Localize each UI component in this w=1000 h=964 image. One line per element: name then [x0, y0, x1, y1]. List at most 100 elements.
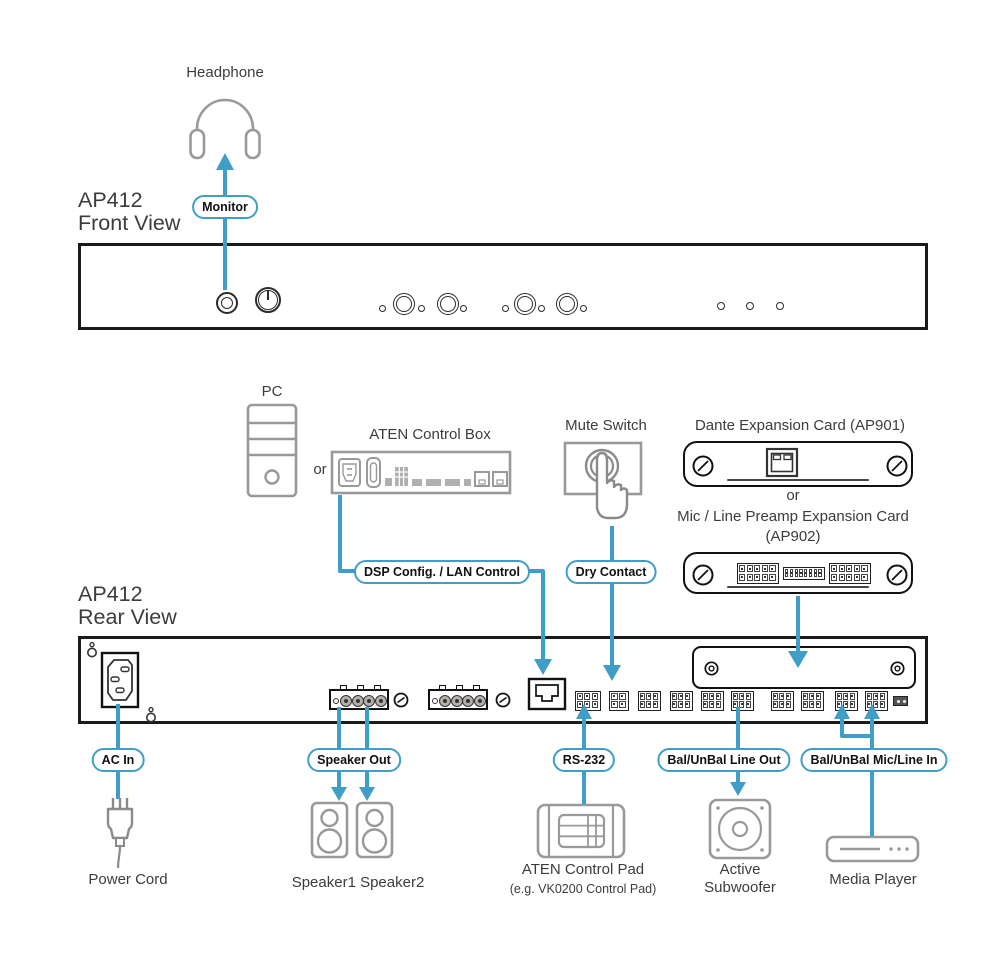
mic-line-in-terminal — [771, 691, 794, 711]
volume-knob-inner — [517, 296, 533, 312]
dsp-badge: DSP Config. / LAN Control — [353, 560, 531, 584]
volume-knob-inner — [440, 296, 456, 312]
screw-icon — [692, 564, 714, 586]
preamp-dip — [783, 567, 825, 580]
pin-dot — [774, 703, 777, 706]
pin-dot — [747, 695, 750, 698]
end-hole — [432, 698, 438, 704]
media-player-icon — [825, 835, 920, 863]
terminal-tab — [473, 685, 480, 690]
pin-dot — [840, 576, 843, 579]
preamp-terminal — [737, 563, 779, 584]
indicator-led — [746, 302, 754, 310]
speaker-terminal — [428, 685, 488, 710]
pin-cell — [709, 693, 715, 700]
pin-cell — [861, 573, 868, 581]
pin-cell — [733, 693, 738, 700]
pin-cell — [837, 693, 842, 700]
pin-cell — [746, 573, 753, 581]
dsp-line-left — [338, 495, 356, 573]
terminal-tab — [357, 685, 364, 690]
pin-cell — [843, 701, 849, 708]
indicator-led — [537, 305, 545, 312]
mic-preamp-card — [683, 552, 913, 594]
screw-icon — [692, 455, 714, 477]
headphone-icon — [189, 98, 261, 160]
pin-cell — [809, 701, 815, 708]
pin-cell — [815, 701, 821, 708]
pin-cell — [745, 693, 751, 700]
pin-dot — [647, 695, 650, 698]
indicator-led — [378, 305, 386, 312]
pin-cell — [733, 701, 738, 708]
pin-dot — [717, 703, 720, 706]
pin-cell — [803, 701, 808, 708]
front-view-title: AP412 Front View — [78, 189, 180, 235]
pin-dot — [855, 576, 858, 579]
line-out-terminal — [638, 691, 661, 711]
pin-cell — [873, 693, 879, 700]
pin-dot — [810, 695, 813, 698]
pin-dot — [799, 571, 802, 574]
pin-dot — [817, 703, 820, 706]
pin-dot — [787, 695, 790, 698]
line-out-terminal — [731, 691, 754, 711]
pin-cell — [761, 573, 768, 581]
pin-cell — [646, 701, 652, 708]
indicator-led — [717, 302, 725, 310]
pin-cell — [808, 569, 813, 577]
mic-line-in-terminal — [801, 691, 824, 711]
pin-dot — [804, 695, 807, 698]
pin-dot — [586, 703, 589, 706]
jumper-block — [893, 696, 908, 706]
headphone-jack-inner — [221, 297, 233, 309]
pin-cell — [779, 693, 785, 700]
dry-contact-terminal — [609, 691, 629, 711]
pin-dot — [804, 703, 807, 706]
media-player-label: Media Player — [829, 871, 917, 888]
mic-card-model-label: (AP902) — [765, 528, 821, 545]
mute-switch-label: Mute Switch — [565, 417, 647, 434]
card-groove — [727, 479, 869, 481]
pin-dot — [771, 576, 774, 579]
rear-view: Rear View — [78, 604, 177, 629]
mute-switch-icon — [563, 441, 643, 520]
pin-cell — [703, 701, 708, 708]
pin-cell — [843, 693, 849, 700]
terminal-tab — [456, 685, 463, 690]
pin-dot — [710, 703, 713, 706]
pin-cell — [773, 701, 778, 708]
pin-cell — [879, 701, 885, 708]
terminal-pin — [439, 694, 451, 707]
pin-dot — [851, 703, 854, 706]
pin-dot — [881, 695, 884, 698]
pin-dot — [810, 703, 813, 706]
volume-knob-inner — [396, 296, 412, 312]
pin-dot — [679, 695, 682, 698]
power-cord-icon — [106, 798, 134, 869]
pin-dot — [848, 576, 851, 579]
pin-cell — [739, 701, 745, 708]
line-out-terminal — [701, 691, 724, 711]
ac-in-badge: AC In — [91, 748, 145, 772]
pin-cell — [813, 569, 817, 577]
pin-dot — [814, 571, 817, 574]
terminal-pin-dot — [443, 698, 447, 703]
pin-dot — [780, 695, 783, 698]
pin-dot — [686, 703, 689, 706]
pin-cell — [678, 701, 684, 708]
pin-dot — [838, 703, 841, 706]
pin-cell — [853, 565, 860, 573]
slot-screw-icon — [890, 661, 905, 676]
terminal-pin-dot — [344, 698, 348, 703]
terminal-tab — [374, 685, 381, 690]
terminal-pin — [374, 694, 387, 707]
pin-dot — [818, 571, 821, 574]
control-pad-icon — [536, 803, 626, 859]
pin-dot — [756, 567, 759, 570]
pin-cell — [746, 565, 753, 573]
pin-cell — [838, 573, 845, 581]
pin-cell — [867, 701, 872, 708]
pin-dot — [809, 571, 812, 574]
